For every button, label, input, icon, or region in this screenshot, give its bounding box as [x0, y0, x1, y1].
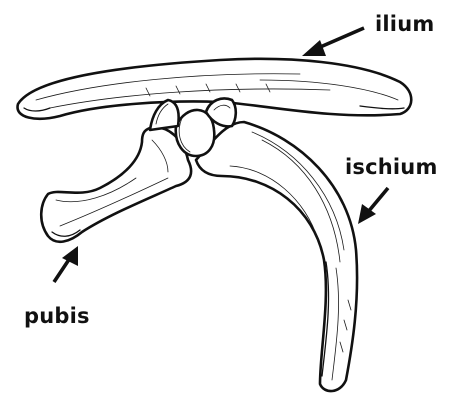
- ischium-bone: [196, 122, 357, 391]
- ischium-arrow: [358, 188, 388, 224]
- pubis-arrow: [54, 246, 78, 282]
- pubis-label: pubis: [24, 306, 90, 327]
- ilium-label: ilium: [375, 14, 434, 35]
- ischium-label: ischium: [345, 157, 438, 178]
- pubis-bone: [41, 127, 191, 241]
- ilium-arrow: [302, 28, 364, 56]
- ilium-strut-left: [150, 100, 179, 130]
